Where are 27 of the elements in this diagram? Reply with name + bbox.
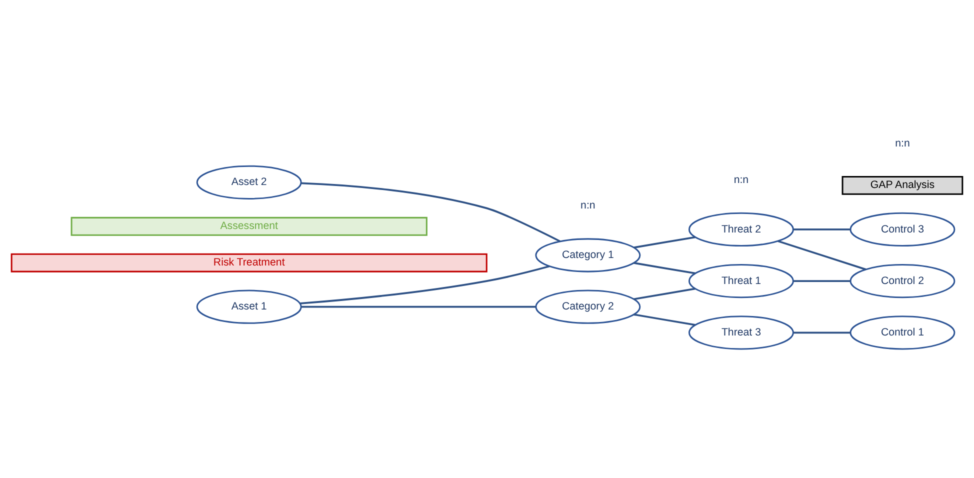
node-ellipse: Control 2 (850, 263, 956, 298)
connector (634, 261, 696, 274)
connector (634, 313, 696, 326)
connector (793, 280, 850, 282)
connector (634, 287, 696, 300)
connector (793, 228, 850, 230)
connector (634, 236, 696, 248)
label: n:n (895, 137, 910, 150)
node-ellipse: Threat 3 (688, 315, 794, 350)
node-box: GAP Analysis (842, 175, 964, 194)
node-ellipse: Category 1 (535, 238, 641, 272)
node-box: Risk Treatment (10, 252, 488, 272)
node-ellipse: Threat 1 (688, 263, 794, 298)
connector (778, 240, 866, 270)
node-box: Assessment (70, 216, 428, 236)
connector (300, 264, 550, 304)
connector (301, 182, 561, 242)
label: n:n (734, 173, 749, 186)
node-ellipse: Asset 1 (196, 289, 302, 324)
node-ellipse: Control 3 (850, 212, 956, 246)
label: n:n (580, 199, 596, 212)
connector (793, 331, 850, 334)
node-ellipse: Category 2 (535, 289, 641, 324)
connector (301, 305, 536, 308)
node-ellipse: Threat 2 (688, 212, 794, 246)
node-ellipse: Asset 2 (196, 164, 302, 199)
node-ellipse: Control 1 (850, 315, 956, 350)
